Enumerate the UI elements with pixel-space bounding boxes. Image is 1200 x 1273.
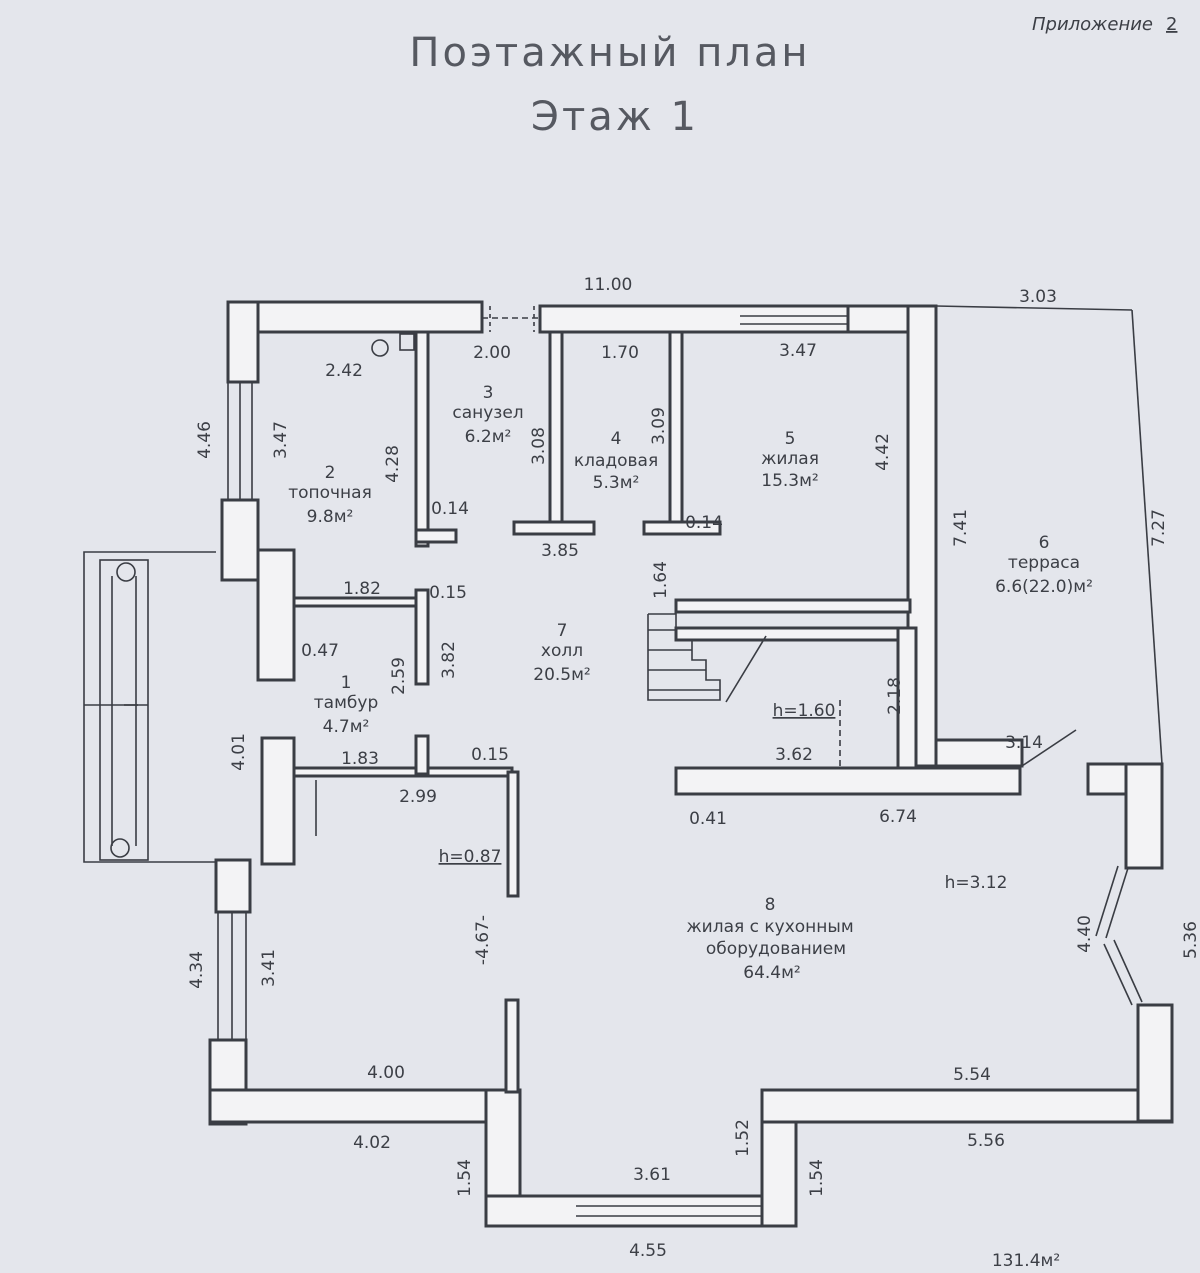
- room-8-label: 8 жилая с кухонным оборудованием 64.4м²: [686, 895, 853, 983]
- dim-label: 5.54: [953, 1065, 991, 1085]
- dim-label: 4.02: [353, 1133, 391, 1153]
- dim-label: 7.41: [951, 509, 971, 547]
- svg-text:6.6(22.0)м²: 6.6(22.0)м²: [995, 577, 1093, 597]
- dim-label: 3.82: [439, 641, 459, 679]
- dim-label: 5.36: [1181, 921, 1200, 959]
- dim-label: 0.15: [471, 745, 509, 765]
- svg-text:1: 1: [341, 673, 352, 693]
- svg-text:5.3м²: 5.3м²: [593, 473, 640, 493]
- svg-text:4.7м²: 4.7м²: [323, 717, 370, 737]
- svg-text:8: 8: [765, 895, 776, 915]
- dimension-labels: 11.00 3.03 2.42 2.00 1.70 3.47 4.46 3.47…: [187, 275, 1200, 1261]
- dim-label: 7.27: [1149, 509, 1169, 547]
- dim-label: 1.82: [343, 579, 381, 599]
- dim-label: 0.14: [685, 513, 723, 533]
- svg-text:5: 5: [785, 429, 796, 449]
- dim-label: 1.64: [651, 561, 671, 599]
- dim-label: 5.56: [967, 1131, 1005, 1151]
- dim-label: 4.01: [229, 733, 249, 771]
- room-5-label: 5 жилая 15.3м²: [761, 429, 819, 491]
- room-7-label: 7 холл 20.5м²: [533, 621, 591, 685]
- dim-label: 2.00: [473, 343, 511, 363]
- inner-walls: [292, 330, 918, 1094]
- fixtures: [371, 333, 415, 357]
- dim-label: 11.00: [584, 275, 633, 295]
- svg-text:холл: холл: [541, 641, 583, 661]
- height-label: h=1.60: [773, 701, 836, 721]
- dim-label: 0.14: [431, 499, 469, 519]
- dim-label: 1.70: [601, 343, 639, 363]
- dim-label: 3.47: [271, 421, 291, 459]
- room-6-label: 6 терраса 6.6(22.0)м²: [995, 533, 1093, 597]
- dim-label: 2.59: [389, 657, 409, 695]
- svg-text:4: 4: [611, 429, 622, 449]
- dim-label: 3.61: [633, 1165, 671, 1185]
- floor-title: Этаж 1: [531, 94, 699, 140]
- svg-text:9.8м²: 9.8м²: [307, 507, 354, 527]
- appendix-number: 2: [1166, 14, 1177, 35]
- dim-label: 0.47: [301, 641, 339, 661]
- staircase: [647, 613, 841, 768]
- total-area: 131.4м²: [992, 1251, 1060, 1271]
- room-2-label: 2 топочная 9.8м²: [288, 463, 372, 527]
- dim-label: 1.54: [807, 1159, 827, 1197]
- dim-label: 4.55: [629, 1241, 667, 1261]
- svg-text:7: 7: [557, 621, 568, 641]
- dim-label: 3.85: [541, 541, 579, 561]
- room-4-label: 4 кладовая 5.3м²: [574, 429, 658, 493]
- dim-label: 4.42: [873, 433, 893, 471]
- svg-text:топочная: топочная: [288, 483, 372, 503]
- svg-text:15.3м²: 15.3м²: [761, 471, 819, 491]
- height-label: h=3.12: [945, 873, 1008, 893]
- svg-text:2: 2: [325, 463, 336, 483]
- dim-label: 1.54: [455, 1159, 475, 1197]
- svg-text:оборудованием: оборудованием: [706, 939, 846, 959]
- svg-text:20.5м²: 20.5м²: [533, 665, 591, 685]
- height-labels: h=1.60 h=0.87 h=3.12: [439, 701, 1008, 893]
- dim-label: 0.41: [689, 809, 727, 829]
- dim-label: -4.67-: [473, 915, 493, 965]
- dim-label: 3.08: [529, 427, 549, 465]
- dim-label: 4.28: [383, 445, 403, 483]
- dim-label: 1.52: [733, 1119, 753, 1157]
- dim-label: 4.34: [187, 951, 207, 989]
- dim-label: 1.83: [341, 749, 379, 769]
- dim-label: 3.41: [259, 949, 279, 987]
- svg-text:64.4м²: 64.4м²: [743, 963, 801, 983]
- room-3-label: 3 санузел 6.2м²: [452, 383, 523, 447]
- svg-text:жилая с кухонным: жилая с кухонным: [686, 917, 853, 937]
- room-1-label: 1 тамбур 4.7м²: [314, 673, 378, 737]
- dim-label: 3.47: [779, 341, 817, 361]
- dim-label: 2.42: [325, 361, 363, 381]
- windows: [217, 306, 1143, 1217]
- svg-text:жилая: жилая: [761, 449, 819, 469]
- dim-label: 6.74: [879, 807, 917, 827]
- svg-text:тамбур: тамбур: [314, 693, 378, 713]
- dim-label: 3.14: [1005, 733, 1043, 753]
- dim-label: 0.15: [429, 583, 467, 603]
- dim-label: 4.40: [1075, 915, 1095, 953]
- terrace-outline: [935, 305, 1163, 767]
- svg-text:6: 6: [1039, 533, 1050, 553]
- height-label: h=0.87: [439, 847, 502, 867]
- dim-label: 4.00: [367, 1063, 405, 1083]
- svg-text:3: 3: [483, 383, 494, 403]
- svg-text:кладовая: кладовая: [574, 451, 658, 471]
- svg-text:6.2м²: 6.2м²: [465, 427, 512, 447]
- dim-label: 3.09: [649, 407, 669, 445]
- svg-text:терраса: терраса: [1008, 553, 1080, 573]
- dim-label: 2.18: [885, 677, 905, 715]
- porch: [83, 551, 216, 863]
- appendix-label: Приложение: [1032, 14, 1153, 35]
- dim-label: 2.99: [399, 787, 437, 807]
- svg-text:санузел: санузел: [452, 403, 523, 423]
- dim-label: 3.62: [775, 745, 813, 765]
- dim-label: 4.46: [195, 421, 215, 459]
- page-title: Поэтажный план: [409, 30, 810, 76]
- dim-label: 3.03: [1019, 287, 1057, 307]
